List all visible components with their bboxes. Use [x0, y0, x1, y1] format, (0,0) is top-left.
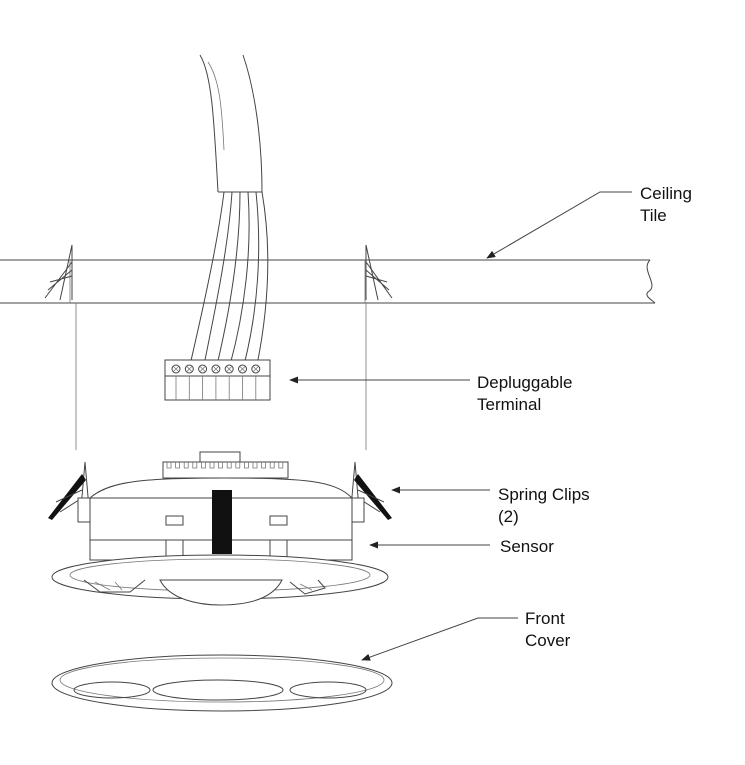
spring-clips-label: Spring Clips (2)	[498, 485, 590, 526]
terminal-screw	[238, 364, 247, 374]
terminal-screw	[184, 364, 194, 374]
ceiling-tile-label: Ceiling Tile	[640, 184, 692, 225]
terminal-screw	[198, 364, 208, 374]
terminal-screw	[224, 364, 234, 374]
front-cover-label: Front Cover	[525, 609, 571, 650]
terminal-screw	[211, 364, 221, 374]
wires	[189, 191, 269, 366]
leader-lines	[289, 191, 632, 661]
depluggable-terminal	[164, 359, 271, 401]
tile-clip-left	[44, 244, 73, 301]
sensor-body	[51, 451, 389, 606]
ceiling-tile	[0, 259, 656, 304]
terminal-screw	[251, 364, 261, 374]
sensor-window	[212, 490, 232, 554]
sensor-label: Sensor	[500, 537, 554, 556]
front-cover	[51, 654, 393, 712]
terminal-screw	[171, 364, 181, 374]
tile-clip-right	[365, 244, 393, 301]
depluggable-terminal-label: Depluggable Terminal	[477, 373, 573, 414]
cable	[199, 54, 263, 193]
